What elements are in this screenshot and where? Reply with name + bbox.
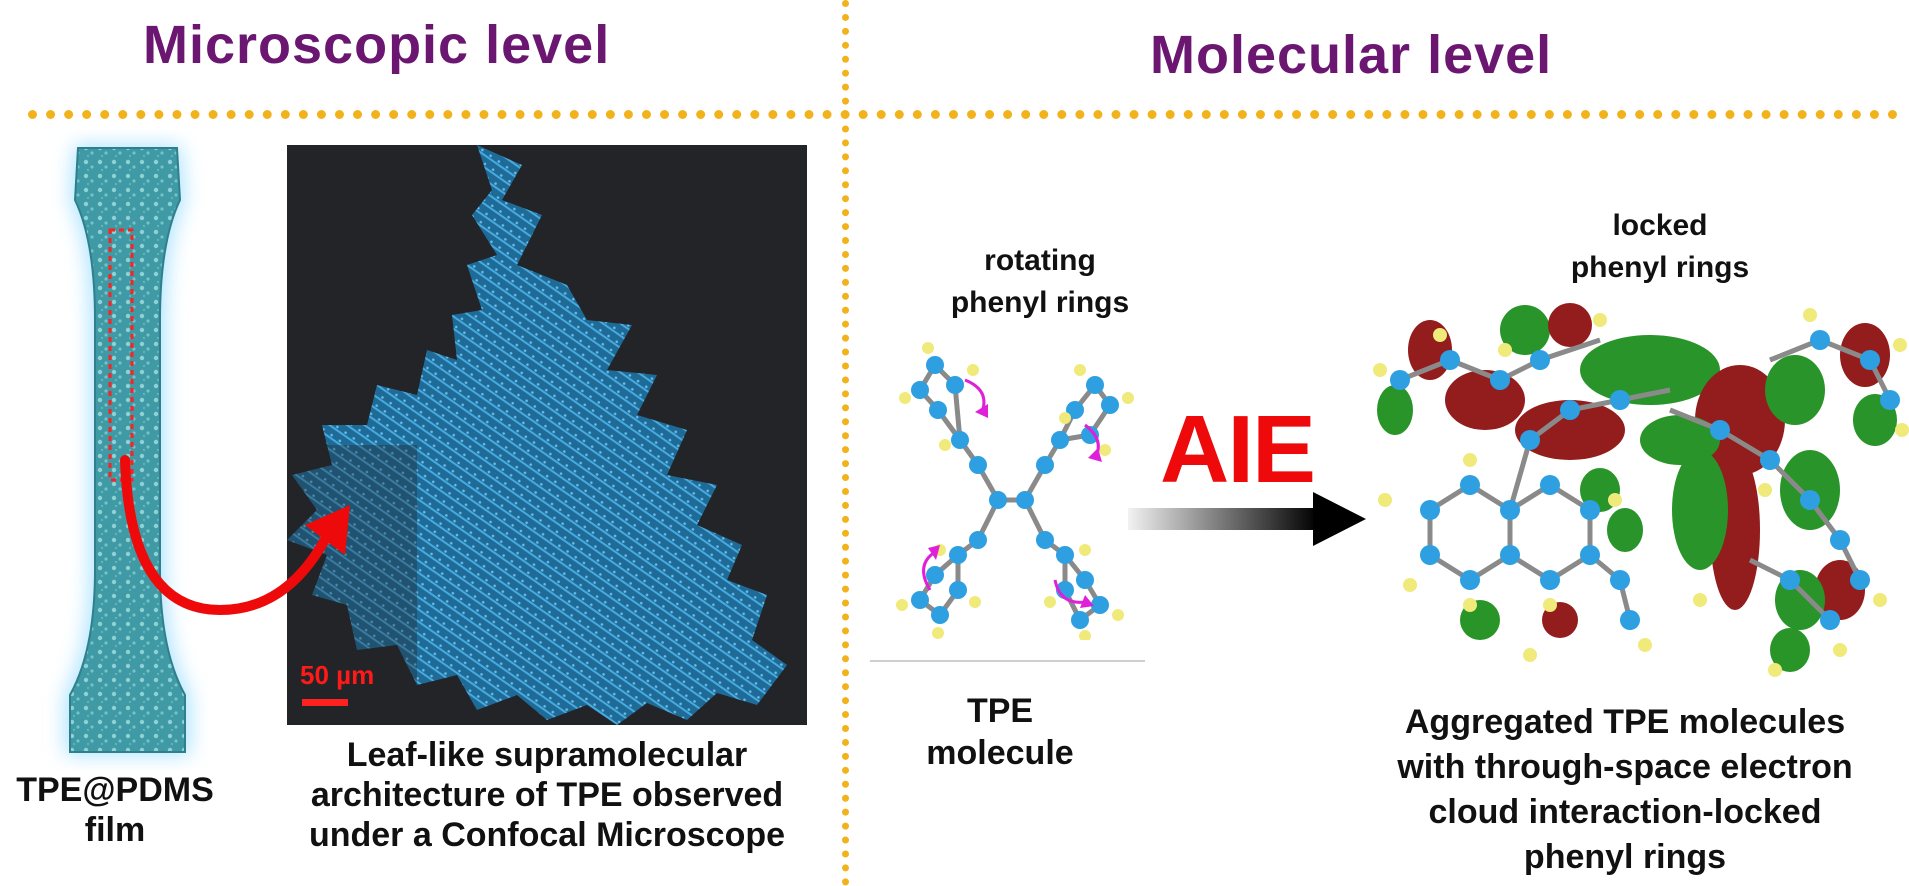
scale-bar-label: 50 µm [300,660,375,690]
aggregated-tpe-model [1373,303,1909,677]
microscopic-level-heading: Microscopic level [143,15,611,75]
locked-phenyl-rings-label: locked phenyl rings [1570,209,1750,284]
film-caption: TPE@PDMS film [16,771,214,849]
aie-arrow [1128,492,1366,546]
rotating-phenyl-rings-label: rotating phenyl rings [950,244,1130,319]
zoom-arrow [120,455,350,616]
aie-label: AIE [1160,396,1316,503]
micrograph-caption: Leaf-like supramolecular architecture of… [308,736,786,854]
molecular-level-heading: Molecular level [1150,25,1553,85]
tpe-divider-line [870,660,1145,662]
confocal-micrograph [287,145,807,725]
tpe-molecule-caption: TPE molecule [926,692,1074,772]
horizontal-divider [28,110,1898,119]
tpe-molecule-model [896,342,1134,640]
film-specimen-image [65,145,190,755]
vertical-divider [842,0,849,886]
aggregated-caption: Aggregated TPE molecules with through-sp… [1397,703,1853,876]
